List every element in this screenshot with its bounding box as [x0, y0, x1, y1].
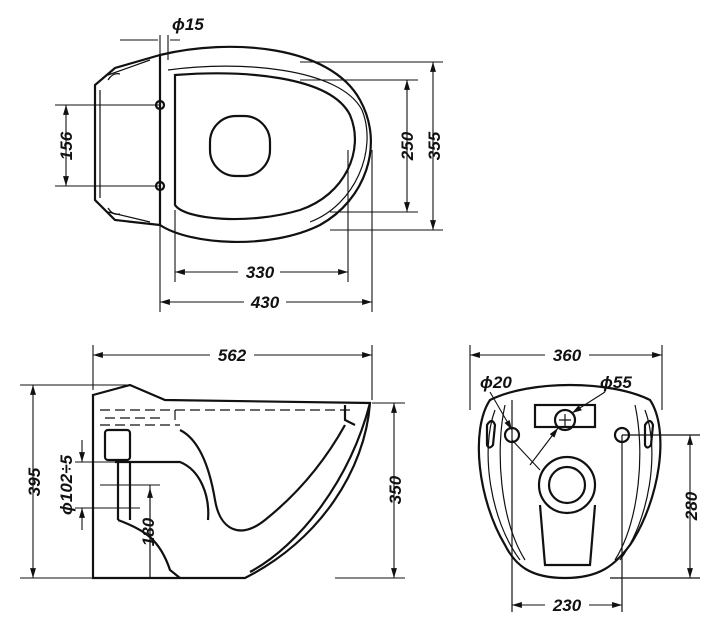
label-side-outlet-height: 180 [139, 517, 158, 546]
inlet-plate [533, 403, 597, 429]
seat-outline [158, 45, 372, 243]
outlet-ring [537, 455, 597, 515]
label-top-overall-length: 430 [250, 293, 280, 312]
side-outline [91, 383, 372, 580]
rear-view: 360 ϕ20 ϕ55 280 230 [469, 345, 701, 615]
side-view: ϕ102÷5 180 562 395 350 [20, 345, 405, 580]
label-top-hole-diameter: ϕ15 [172, 15, 204, 34]
label-side-overall-length: 562 [218, 346, 247, 365]
label-side-overall-height: 395 [25, 467, 44, 496]
label-rear-bolt-spacing: 230 [552, 596, 582, 615]
inlet-hole [553, 408, 577, 432]
label-top-bowl-length: 330 [246, 263, 275, 282]
label-top-inner-width: 250 [398, 131, 417, 161]
label-side-rim-height: 350 [386, 475, 405, 504]
bowl-outline [173, 72, 356, 221]
bowl-opening [208, 114, 272, 178]
label-top-bolt-spacing: 156 [57, 131, 76, 160]
top-view: ϕ15 156 250 355 330 430 [55, 15, 444, 312]
label-rear-bolt-hole-diameter: ϕ20 [480, 373, 512, 392]
label-rear-overall-width: 360 [553, 346, 582, 365]
back-plate [93, 53, 161, 227]
rear-outline [477, 383, 662, 580]
label-rear-inlet-diameter: ϕ55 [600, 373, 632, 392]
label-rear-bolt-height: 280 [682, 491, 701, 521]
label-top-overall-width: 355 [425, 131, 444, 160]
label-side-outlet-diameter: ϕ102÷5 [57, 454, 76, 515]
